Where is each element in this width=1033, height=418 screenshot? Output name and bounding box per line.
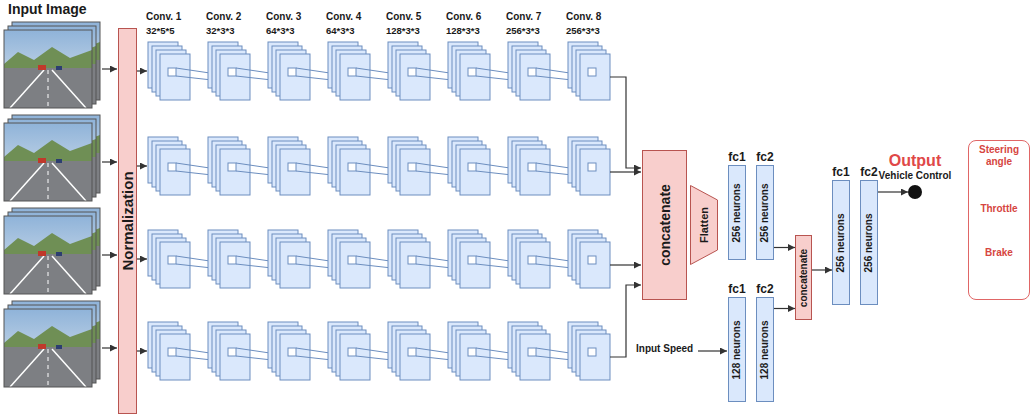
output-caption: OutputVehicle Control bbox=[879, 151, 952, 182]
node-text: Throttle bbox=[969, 203, 1029, 215]
layer-name: fc1 bbox=[832, 166, 849, 178]
layer-label: Conv. 4 bbox=[326, 12, 361, 22]
dense-layer-box: fc1256 neurons bbox=[728, 165, 746, 260]
layer-label: 32*3*3 bbox=[206, 26, 235, 36]
node-text: 256 neurons bbox=[760, 183, 770, 242]
node-text: Brake bbox=[969, 247, 1029, 259]
layer-band: Normalization bbox=[118, 28, 137, 414]
connector bbox=[878, 191, 908, 192]
camera-image bbox=[4, 216, 92, 294]
node-text: 256 neurons bbox=[864, 213, 874, 272]
node-text: Steering angle bbox=[969, 144, 1029, 167]
dense-layer-box: fc2256 neurons bbox=[860, 180, 878, 305]
arrow bbox=[137, 70, 147, 71]
arrow bbox=[102, 161, 117, 162]
dense-layer-box: fc2128 neurons bbox=[756, 297, 774, 402]
feature-map bbox=[568, 42, 610, 100]
connector bbox=[812, 269, 832, 270]
input-title: Input Image bbox=[8, 2, 87, 16]
layer-label: Conv. 8 bbox=[566, 12, 601, 22]
connector bbox=[774, 308, 795, 309]
layer-label: 32*5*5 bbox=[146, 26, 175, 36]
speed-arrow bbox=[698, 350, 727, 351]
camera-image bbox=[4, 309, 92, 387]
layer-name: fc1 bbox=[728, 283, 745, 295]
node-text: concatenate bbox=[658, 184, 672, 266]
arrow bbox=[102, 347, 117, 348]
trapezoid-outline bbox=[691, 186, 718, 265]
output-dot: OutputVehicle Control bbox=[908, 185, 922, 199]
dense-layer-box: fc1256 neurons bbox=[832, 180, 850, 305]
node-text: 128 neurons bbox=[760, 320, 770, 379]
wire bbox=[610, 264, 641, 265]
input-label: Input Speed bbox=[636, 344, 693, 354]
layer-label: 64*3*3 bbox=[266, 26, 295, 36]
merge-lines bbox=[610, 77, 727, 357]
layer-label: 64*3*3 bbox=[326, 26, 355, 36]
conv-stacks bbox=[148, 42, 610, 380]
node-text: 128 neurons bbox=[732, 320, 742, 379]
arrow bbox=[137, 165, 147, 166]
dense-layer-box: fc2256 neurons bbox=[756, 165, 774, 260]
connector bbox=[774, 247, 795, 248]
layer-label: Conv. 1 bbox=[146, 12, 181, 22]
layer-label: 256*3*3 bbox=[566, 26, 600, 36]
layer-label: Conv. 6 bbox=[446, 12, 481, 22]
layer-label: 256*3*3 bbox=[506, 26, 540, 36]
control-panel: Steering angleThrottleBrake bbox=[968, 140, 1030, 300]
layer-band: concatenate bbox=[642, 150, 687, 300]
flatten-trapezoid: Flatten bbox=[690, 185, 718, 265]
node-text: Output bbox=[879, 151, 952, 170]
node-text: Flatten bbox=[699, 207, 710, 243]
node-text: 256 neurons bbox=[836, 213, 846, 272]
layer-name: fc2 bbox=[756, 151, 773, 163]
node-text: 256 neurons bbox=[732, 183, 742, 242]
wire bbox=[610, 77, 641, 168]
arrow bbox=[137, 258, 147, 259]
layer-label: Conv. 2 bbox=[206, 12, 241, 22]
layer-name: fc2 bbox=[756, 283, 773, 295]
feature-map bbox=[568, 230, 610, 288]
camera-image bbox=[4, 30, 92, 108]
arrow bbox=[102, 68, 117, 69]
node-text: Normalization bbox=[120, 171, 135, 270]
layer-label: 128*3*3 bbox=[386, 26, 420, 36]
feature-map bbox=[568, 137, 610, 195]
layer-name: fc1 bbox=[728, 151, 745, 163]
dense-layer-box: fc1128 neurons bbox=[728, 297, 746, 402]
layer-label: Conv. 7 bbox=[506, 12, 541, 22]
input-images bbox=[4, 22, 100, 387]
layer-label: Conv. 5 bbox=[386, 12, 421, 22]
layer-label: 128*3*3 bbox=[446, 26, 480, 36]
camera-image bbox=[4, 123, 92, 201]
layer-name: fc2 bbox=[860, 166, 877, 178]
wire bbox=[610, 171, 641, 172]
arrow bbox=[102, 254, 117, 255]
node-text: Vehicle Control bbox=[879, 170, 952, 182]
layer-label: Conv. 3 bbox=[266, 12, 301, 22]
node-text: concatenate bbox=[799, 248, 809, 306]
arrow bbox=[137, 350, 147, 351]
feature-map bbox=[568, 322, 610, 380]
layer-band: concatenate bbox=[795, 235, 812, 320]
